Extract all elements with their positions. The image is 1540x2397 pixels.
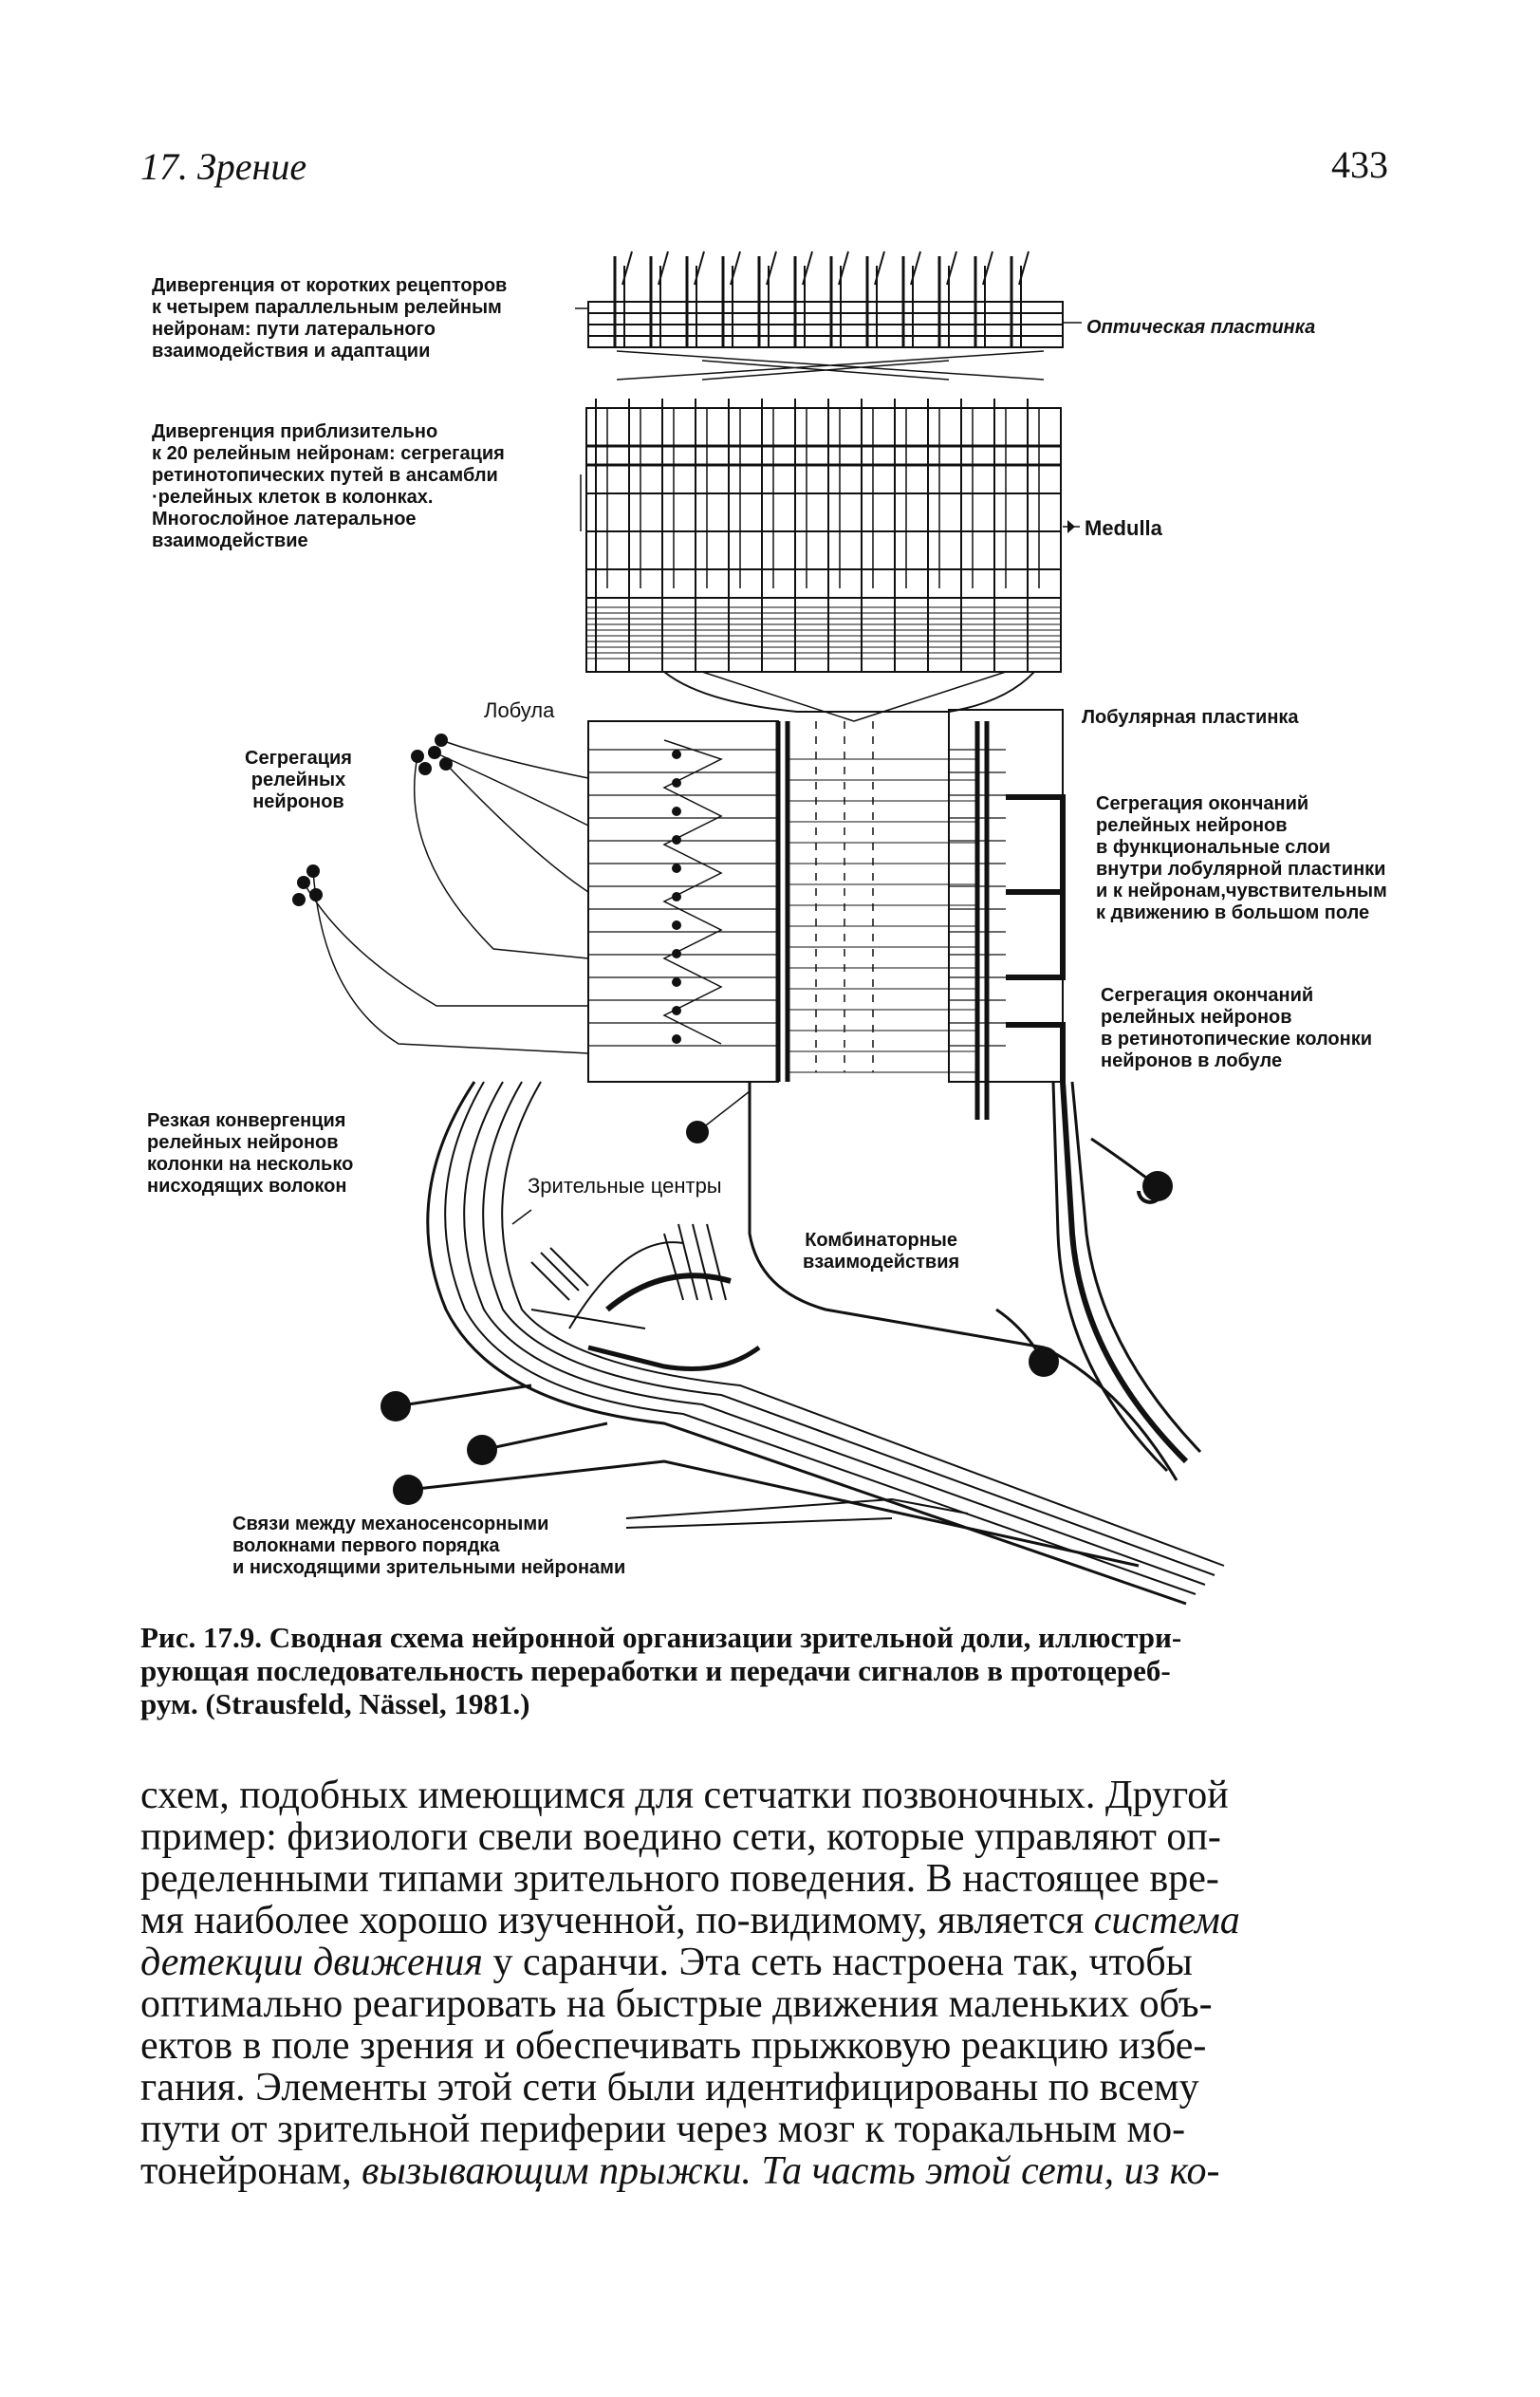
body-text-part1: схем, подобных имеющимся для сетчатки по… [140,1774,1229,1942]
label-endings-retinotopic: Сегрегация окончаний релейных нейронов в… [1101,985,1373,1071]
schematic-stroke [946,251,957,286]
schematic-dot [672,807,681,816]
schematic-stroke [658,251,669,286]
schematic-stroke [766,251,777,286]
schematic-stroke [802,251,813,286]
label-divergence-20: Дивергенция приблизительно к 20 релейным… [152,421,505,551]
label-divergence-short: Дивергенция от коротких рецепторов к чет… [152,275,508,362]
label-optic-lamina: Оптическая пластинка [1086,317,1316,338]
schematic-stroke [874,251,885,286]
schematic-stroke [622,251,633,286]
lobula-plate-drawing [948,709,1066,1083]
figure-caption: Рис. 17.9. Сводная схема нейронной орган… [140,1621,1182,1720]
schematic-dot [672,864,681,873]
schematic-dot [672,892,681,901]
schematic-stroke [1018,251,1030,286]
schematic-stroke [694,251,705,286]
label-medulla: Medulla [1085,516,1162,540]
label-visual-centers: Зрительные центры [528,1174,722,1198]
schematic-dot [672,750,681,759]
term-jump-trigger: вызывающим прыжки. Та часть этой сети, и… [362,2149,1220,2193]
label-endings-functional: Сегрегация окончаний релейных нейронов в… [1096,793,1387,923]
schematic-dot [672,949,681,958]
schematic-dot [672,835,681,845]
optic-lamina-drawing [587,251,1064,381]
page-number: 433 [1331,143,1388,186]
label-combinatory: Комбинаторные взаимодействия [803,1230,960,1273]
schematic-stroke [982,251,993,286]
body-paragraph: схем, подобных имеющимся для сетчатки по… [140,1775,1469,2192]
medulla-drawing [585,399,1062,673]
body-text-part2: у саранчи. Эта сеть настроена так, чтобы… [140,1941,1213,2193]
label-sharp-convergence: Резкая конвергенция релейных нейронов ко… [147,1110,354,1197]
label-lobula: Лобула [484,698,555,722]
schematic-dot [672,1034,681,1044]
schematic-stroke [838,251,849,286]
label-mechanosensory: Связи между механосенсорными волокнами п… [232,1514,626,1578]
schematic-dot [672,1006,681,1015]
schematic-stroke [730,251,741,286]
schematic-dot [672,778,681,788]
term-motion-detection: система детекции движения [140,1899,1240,1984]
schematic-dot [672,977,681,987]
schematic-dot [672,920,681,930]
schematic-stroke [910,251,921,286]
label-relay-segregation: Сегрегация релейных нейронов [245,748,352,812]
label-lobula-plate: Лобулярная пластинка [1082,707,1299,728]
chapter-header: 17. Зрение [140,145,307,188]
lobula-drawing [587,720,779,1083]
relay-neuron-somata [292,734,1173,1505]
visual-lobe-schematic [292,251,1225,1606]
